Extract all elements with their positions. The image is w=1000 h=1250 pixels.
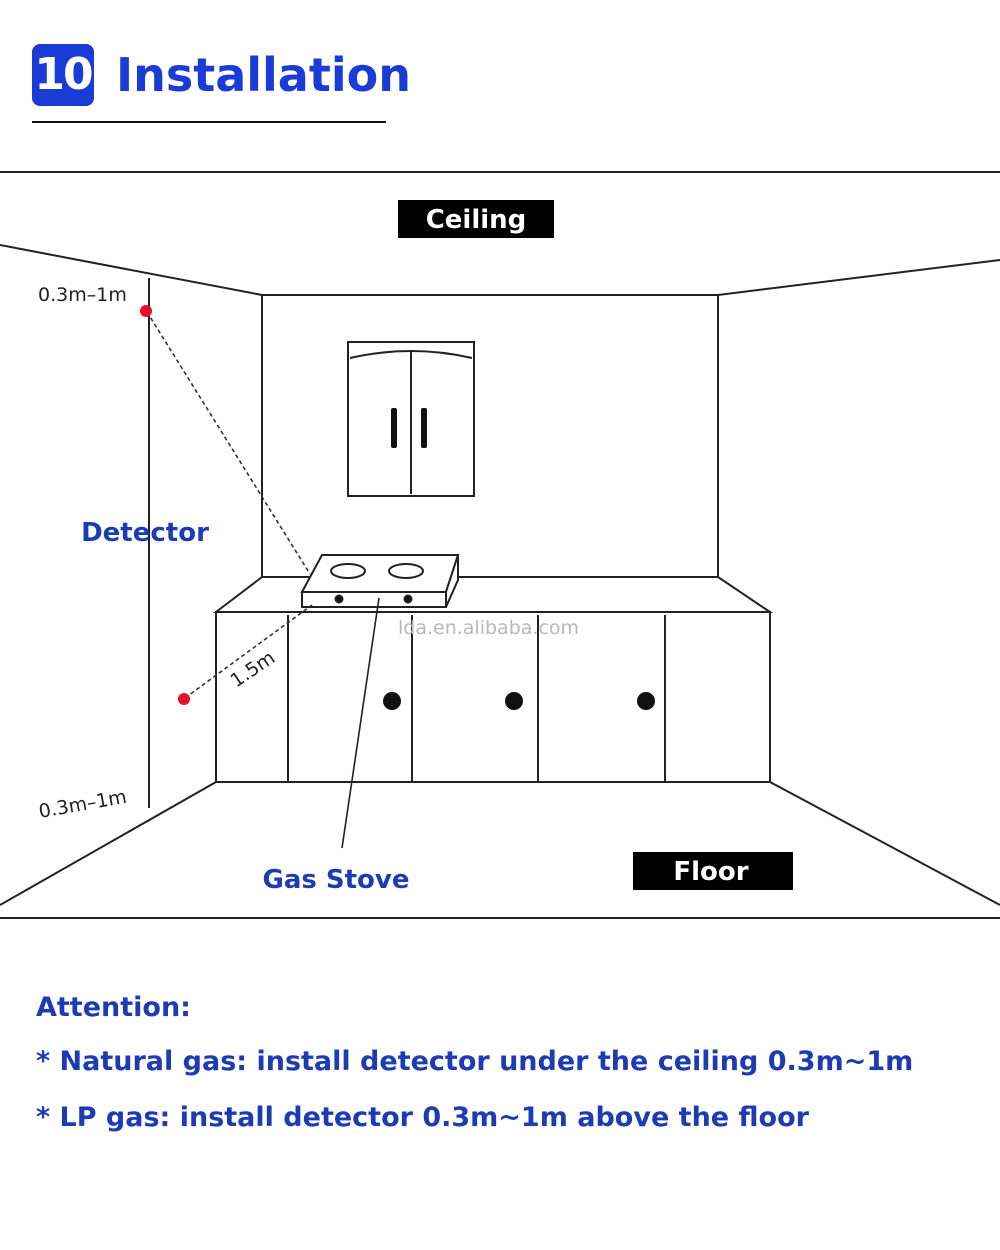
ceiling-label-box xyxy=(398,200,554,238)
attention-heading: Attention: xyxy=(36,992,191,1023)
page-title: Installation xyxy=(116,48,411,102)
floor-detector-dashed-line xyxy=(184,604,313,699)
ceiling-detector-dashed-line xyxy=(146,311,311,575)
distance-bottom-label: 0.3m–1m xyxy=(37,786,128,823)
ceiling-left-edge xyxy=(0,244,263,296)
detector-label: Detector xyxy=(81,518,209,548)
cabinet-knobs xyxy=(383,692,655,710)
base-cabinets xyxy=(213,576,774,783)
gas-stove-shape xyxy=(300,554,460,608)
note-lp-gas: * LP gas: install detector 0.3m~1m above… xyxy=(36,1102,809,1133)
detector-dot-ceiling xyxy=(140,305,152,317)
distance-top-label: 0.3m–1m xyxy=(38,284,127,306)
floor-label: Floor xyxy=(673,857,748,887)
wall-cabinet xyxy=(347,341,475,497)
note-natural-gas: * Natural gas: install detector under th… xyxy=(36,1046,914,1077)
ceiling-right-edge xyxy=(717,259,1000,296)
step-number-badge: 10 xyxy=(32,44,94,106)
gas-stove-label: Gas Stove xyxy=(262,865,409,895)
watermark: lda.en.alibaba.com xyxy=(398,617,579,639)
kitchen-installation-diagram: Ceiling Floor Detector Gas Stove 0.3m–1m… xyxy=(0,171,1000,919)
floor-left-edge xyxy=(0,781,217,906)
gas-stove-pointer-line xyxy=(341,597,380,849)
detector-dot-floor xyxy=(178,693,190,705)
floor-label-box xyxy=(633,852,793,890)
title-underline xyxy=(32,121,386,123)
floor-right-edge xyxy=(769,781,1000,906)
ceiling-label: Ceiling xyxy=(426,205,527,235)
measurement-lines xyxy=(146,311,313,699)
